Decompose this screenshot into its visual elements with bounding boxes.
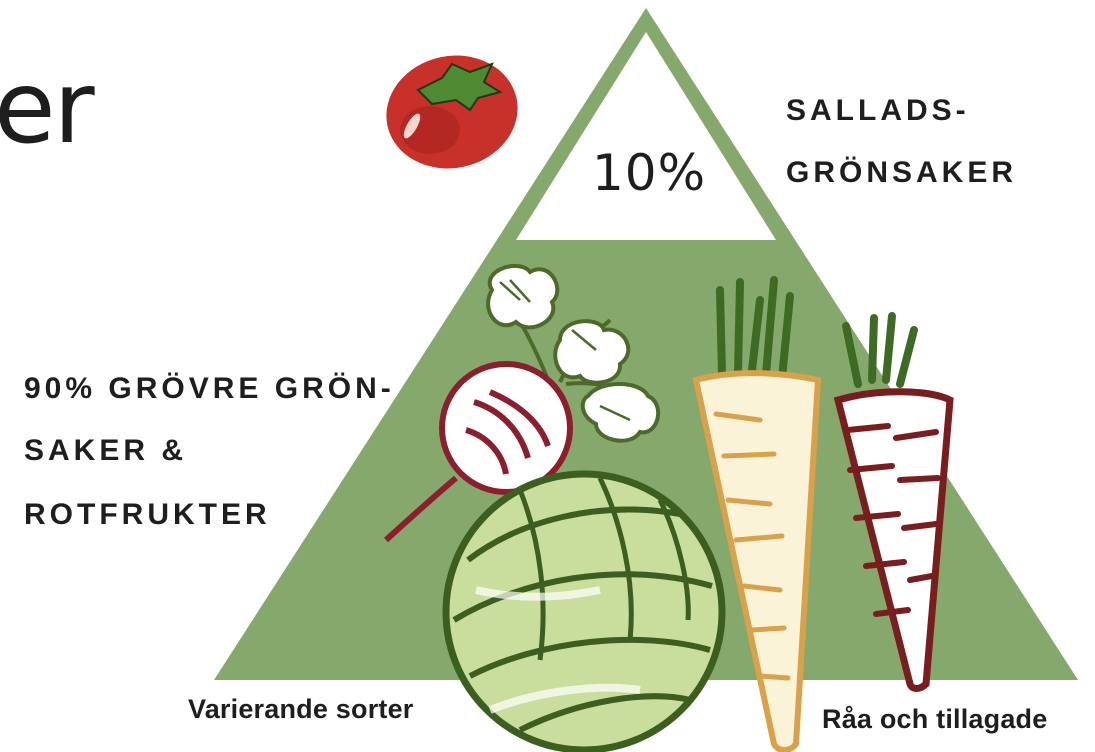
top-label-line-1: SALLADS-: [786, 96, 970, 126]
varied-sorts-caption: Varierande sorter: [188, 696, 414, 723]
top-label-line-2: GRÖNSAKER: [786, 158, 1017, 188]
bottom-label-line-2: SAKER &: [24, 436, 187, 466]
pyramid-top-section: [516, 32, 776, 240]
tomato-icon: [376, 44, 528, 181]
bottom-label-line-1: 90% GRÖVRE GRÖN-: [24, 374, 395, 404]
page-title-fragment: er: [0, 58, 93, 158]
cabbage-icon: [446, 474, 722, 750]
top-percentage: 10%: [592, 148, 706, 198]
bottom-label-line-3: ROTFRUKTER: [24, 500, 271, 530]
raw-and-cooked-caption: Råa och tillagade: [822, 706, 1047, 733]
